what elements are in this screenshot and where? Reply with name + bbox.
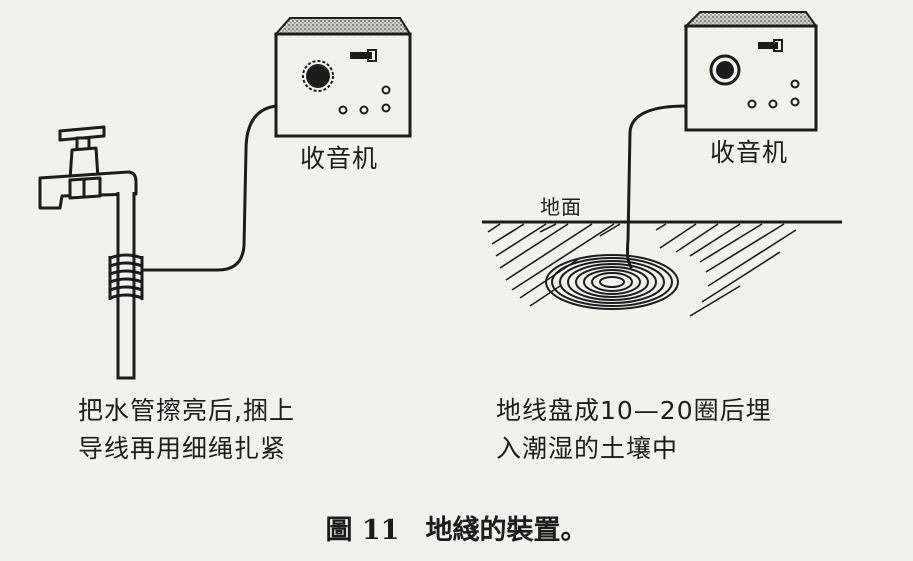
note-line: 地线盘成10—20圈后埋 bbox=[496, 396, 772, 425]
tuning-knob-icon bbox=[716, 61, 734, 79]
figure-number: 圖 11 bbox=[325, 515, 400, 546]
note-line: 导线再用细绳扎紧 bbox=[78, 434, 287, 463]
switch-icon bbox=[758, 42, 778, 49]
wire-binding-coil bbox=[108, 253, 144, 300]
switch-icon bbox=[350, 52, 372, 59]
note-line: 入潮湿的土壤中 bbox=[496, 434, 679, 463]
tuning-knob-icon bbox=[306, 64, 330, 88]
figure-caption: 圖 11 地綫的裝置。 bbox=[0, 508, 913, 547]
radio-receiver-right bbox=[683, 11, 818, 132]
left-note: 把水管擦亮后,捆上 导线再用细绳扎紧 bbox=[78, 392, 295, 468]
coiled-ground-wire bbox=[545, 254, 679, 310]
terminal-icon bbox=[338, 105, 348, 115]
water-pipe bbox=[116, 192, 136, 380]
radio-label-right: 收音机 bbox=[710, 138, 789, 167]
radio-receiver-left bbox=[273, 17, 412, 138]
ground-wire-right bbox=[626, 104, 687, 270]
soil-hatching bbox=[487, 223, 797, 317]
right-note: 地线盘成10—20圈后埋 入潮湿的土壤中 bbox=[496, 392, 772, 468]
radio-label-left: 收音机 bbox=[300, 144, 379, 173]
figure-title: 地綫的裝置。 bbox=[425, 515, 588, 546]
terminal-icon bbox=[747, 99, 757, 109]
ground-label: 地面 bbox=[540, 195, 582, 219]
water-faucet bbox=[38, 125, 138, 210]
ground-wire-left bbox=[142, 104, 277, 272]
note-line: 把水管擦亮后,捆上 bbox=[78, 396, 295, 425]
